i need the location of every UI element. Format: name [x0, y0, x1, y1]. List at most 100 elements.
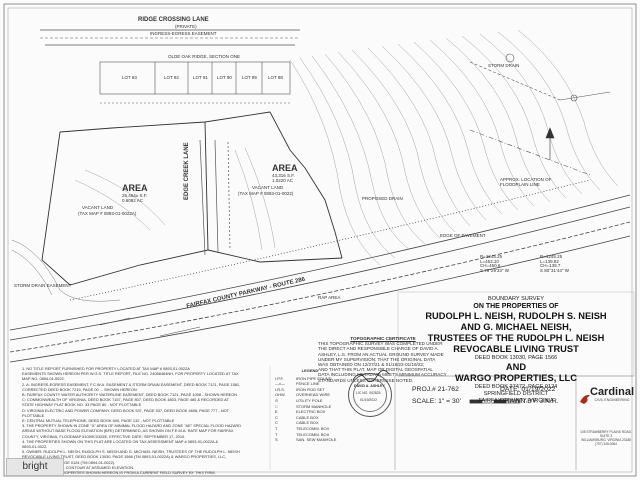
legend-row: S SAN. SEW MANHOLE — [275, 437, 345, 443]
note-line: 5. OWNER: RUDOLPH L. NEISH, RUDOLPH S. N… — [22, 449, 240, 455]
topo-cert-line: WAS OBTAINED ON 12/27/21 & 01/18/22-01/1… — [318, 362, 425, 368]
area-left-acres: 0.6082 AC — [122, 198, 144, 203]
legend-row: —x—FENCE LINE — [275, 381, 345, 387]
note-line: MAP NO. 0894-01-0022. — [22, 376, 65, 382]
floodplain-label: APPROX. LOCATION OF FLOODPLAIN LINE — [500, 177, 552, 187]
seal-name: DAVID A. ASHLEY — [354, 384, 385, 388]
note-line: 6. DATUM: 2' INTERVAL CONTOUR AT ASSUMED… — [22, 464, 135, 470]
note-line: STATE HIGHWAY PLAT BOOK NO. 33 PAGE 80 -… — [22, 402, 142, 408]
edge-of-pavement-label: EDGE OF PAVEMENT — [440, 233, 486, 238]
area-left-sqft: 26,464± S.F. — [122, 193, 148, 198]
topo-cert-title: TOPOGRAPHIC CERTIFICATE — [350, 336, 416, 341]
survey-on: ON THE PROPERTIES OF — [473, 303, 559, 310]
area-right-title: AREA — [272, 163, 298, 173]
proposed-drain-label: PROPOSED DRAIN — [362, 196, 403, 201]
legend-desc: IRON ROD SET — [296, 386, 325, 392]
legend-symbol: □ — [275, 403, 278, 409]
note-line: 4. THE PROPERTIES SHOWN ON THIS PLAT ARE… — [22, 438, 219, 444]
note-line: 1. NO TITLE REPORT FURNISHED FOR PROPERT… — [22, 366, 190, 371]
legend-symbol: OHW — [275, 392, 285, 398]
left-floodplain — [11, 239, 121, 302]
note-line: 2. A: INGRESS-EGRESS EASEMENT, F.C.W.A. … — [22, 381, 241, 387]
lot-92: LOT 92 — [164, 75, 179, 80]
legend-row: I.P.F.IRON PIPE FOUND — [275, 376, 345, 382]
topo-cert-line: UNDER MY SUPERVISION; THAT THE ORIGINAL … — [318, 356, 436, 362]
company-tag: CIVIL ENGINEERING — [594, 398, 630, 402]
area-right-sqft: 43,316 S.F. — [272, 173, 295, 178]
area-left-tax2: (TAX MAP # 0893-01-0022A) — [78, 211, 137, 216]
legend-title: LEGEND — [301, 368, 319, 373]
company-address-2: WILLIAMSBURG, VIRGINIA 23188 — [581, 438, 631, 442]
legend-desc: CABLE BOX — [296, 420, 319, 426]
section-label: OLDE OAK RIDGE, SECTION ONE — [168, 54, 241, 59]
road-ridge-crossing-sub2: INGRESS-EGRESS EASEMENT — [150, 31, 217, 36]
legend-desc: ELECTRIC BOX — [296, 409, 326, 415]
title-block: BOUNDARY SURVEY ON THE PROPERTIES OF RUD… — [398, 296, 634, 405]
owner-line-1: RUDOLPH L. NEISH, RUDOLPH S. NEISH — [425, 311, 607, 321]
company-address-1: 105 STRAWBERRY PLAINS ROAD, SUITE 3 — [580, 430, 632, 438]
legend-symbol: I.P.F. — [275, 375, 284, 381]
lot-93: LOT 93 — [122, 75, 137, 80]
lot-89: LOT 89 — [242, 75, 257, 80]
legend-desc: TELECOMM. BOX — [296, 431, 330, 437]
owner-line-4: REVOCABLE LIVING TRUST — [453, 344, 579, 354]
legend-desc: CABLE BOX — [296, 414, 319, 420]
legend-symbol: T — [275, 425, 278, 431]
signature-mark — [352, 370, 390, 382]
district: SPRINGFIELD DISTRICT — [483, 391, 549, 397]
legend-symbol: S — [275, 437, 278, 443]
lot-90: LOT 90 — [217, 75, 232, 80]
topo-cert-line: THE DIRECT AND RESPONSIBLE CHARGE OF DAV… — [318, 346, 439, 352]
drawn-by: DRAWN BY: J.N.R. — [500, 398, 559, 405]
legend-row: I.R.S. IRON ROD SET — [275, 387, 345, 393]
curve-table-2: R=1245.25 L=139.82 CH=139.7 S 80°31'44" … — [540, 254, 570, 273]
storm-drain — [469, 53, 611, 176]
lot-grid — [99, 61, 291, 104]
county: FAIRFAX COUNTY, VIRGINIA — [478, 398, 554, 404]
legend-symbol: C — [275, 420, 278, 426]
note-line: C: COMMONWEALTH OF VIRGINIA, DEED BOOK 7… — [22, 397, 229, 403]
note-line: AREAS WITHOUT BASE FLOOD ELEVATION (BFE)… — [22, 428, 234, 434]
rap-area-label: RAP AREA — [318, 295, 341, 300]
note-line: REVOCABLE LIVING TRUST, DEED BOOK 13030,… — [22, 454, 227, 460]
legend-desc: STORM MANHOLE — [296, 403, 332, 409]
owner-line-5: WARGO PROPERTIES, LLC — [455, 373, 577, 383]
legend-desc: OVERHEAD WIRE — [296, 392, 331, 398]
area-left-title: AREA — [122, 183, 148, 193]
topo-cert-line: ASHLEY, L.S. FROM AN ACTUAL GROUND SURVE… — [318, 351, 444, 357]
lot-91: LOT 91 — [193, 75, 208, 80]
road-ridge-crossing-sub: (PRIVATE) — [175, 24, 197, 29]
topo-cert-line: AND THAT THIS PLAT, MAP OR DIGITAL GEOSP… — [318, 367, 433, 373]
edge-creek-lane-label: EDGE CREEK LANE — [184, 142, 190, 200]
owner-line-2: AND G. MICHAEL NEISH, — [460, 322, 572, 332]
legend-row: □ STORM MANHOLE — [275, 404, 345, 410]
company-logo: Cardinal CIVIL ENGINEERING 105 STRAWBERR… — [578, 386, 634, 446]
legend-row: ⊙UTILITY POLE — [275, 398, 345, 404]
legend-desc: SAN. SEW MANHOLE — [296, 437, 337, 443]
legend-row: OHW OVERHEAD WIRE — [275, 392, 345, 398]
legend-symbol: ⊙ — [275, 397, 279, 403]
deed-2: DEED BOOK 27472, PAGE 0124 — [474, 384, 558, 390]
watermark-badge: bright — [6, 458, 64, 476]
legend-symbol: I.R.S. — [275, 386, 286, 392]
company-phone: (757) 345-0064 — [595, 442, 617, 446]
surveyor-seal: DAVID A. ASHLEY LIC NO. 002825 01/19/202… — [348, 370, 392, 417]
legend: LEGEND I.P.F.IRON PIPE FOUND —x—FENCE LI… — [275, 368, 345, 443]
legend-symbol: C — [275, 414, 278, 420]
cardinal-bird-icon — [580, 394, 590, 404]
seal-inner-ring — [353, 378, 387, 412]
owner-line-3: TRUSTEES OF THE RUDOLPH L. NEISH — [427, 333, 605, 343]
note-line: DEED BOOK 27472, PAGE 0124 (TM 0894-01-0… — [22, 459, 116, 465]
curve-table-1: R=1245.25 L=453.10 CH=450.6 S 79°29'33" … — [480, 254, 510, 273]
storm-left-label: STORM DRAIN EASEMENT — [14, 283, 72, 288]
area-right-tax2: (TAX MAP # 0893-01-0022) — [238, 191, 294, 196]
contour-lines — [74, 29, 619, 266]
note-line: 3. THE PROPERTY SHOWN IN ZONE "X" AREA O… — [22, 423, 242, 429]
graphic-scale — [469, 399, 521, 404]
note-line: CORRECTED DEED BOOK 7219, PAGE 00 ... SH… — [22, 386, 137, 392]
note-line: 7. DELINEATION OF PROPERTIES SHOWN HEREO… — [22, 470, 216, 476]
survey-kind: BOUNDARY SURVEY — [488, 296, 544, 302]
